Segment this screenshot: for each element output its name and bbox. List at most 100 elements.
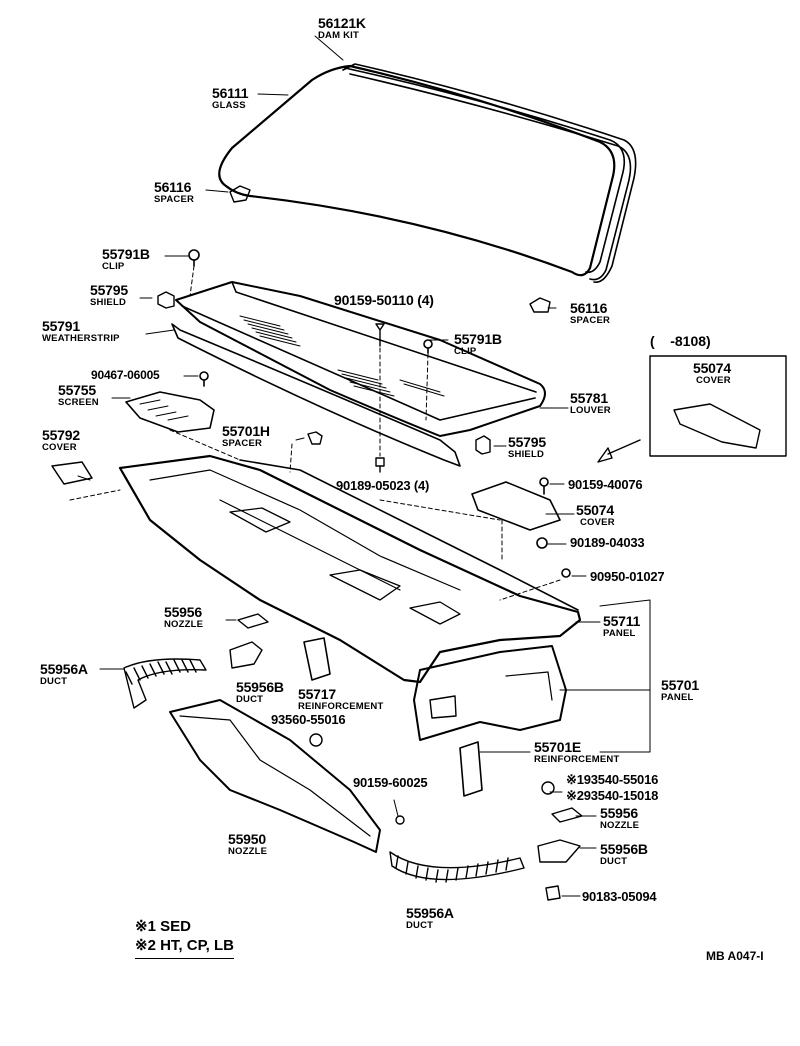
part-name: NOZZLE (164, 619, 204, 630)
part-number: ※193540-55016 (566, 772, 659, 787)
part-number: 55956B (600, 841, 648, 857)
louver (175, 281, 546, 437)
part-number: 93560-55016 (271, 712, 346, 727)
part-name: COVER (696, 375, 731, 386)
part-number: 55781 (570, 390, 608, 406)
part-number: 90189-05023 (4) (336, 478, 430, 493)
legend-item-2: ※2 HT, CP, LB (135, 937, 234, 959)
part-name: REINFORCEMENT (534, 754, 620, 765)
legend-item-1: ※1 SED (135, 918, 191, 935)
leader-lines (77, 35, 651, 897)
part-name: SPACER (222, 438, 263, 449)
label-55755: 55755 SCREEN (58, 383, 99, 408)
part-number: 55950 (228, 831, 266, 847)
label-55701H: 55701H SPACER (222, 424, 270, 449)
part-name: DUCT (236, 694, 264, 705)
label-55074: 55074 COVER (576, 503, 615, 528)
part-number: 55956A (406, 905, 454, 921)
part-number: 90159-50110 (4) (334, 292, 434, 308)
part-number: 55956B (236, 679, 284, 695)
label-56121K: 56121K DAM KIT (318, 16, 366, 41)
part-name: CLIP (102, 261, 125, 272)
part-name: SHIELD (508, 449, 545, 460)
label-55956B-lower: 55956B DUCT (600, 842, 648, 867)
part-number: 56121K (318, 15, 366, 31)
label-55711: 55711 PANEL (603, 614, 640, 639)
part-name: COVER (42, 442, 77, 453)
part-number: 55791B (102, 246, 150, 262)
part-name: SPACER (570, 315, 611, 326)
part-number: 55711 (603, 613, 641, 629)
label-90159-60025: 90159-60025 (353, 775, 428, 790)
part-name: DUCT (40, 676, 68, 687)
inset-date-range: ( -8108) (650, 333, 711, 349)
part-name: REINFORCEMENT (298, 701, 384, 712)
label-193540-55016: ※193540-55016 (566, 773, 658, 786)
reinforcement-55701E (459, 741, 483, 797)
label-90189-05023: 90189-05023 (4) (336, 479, 429, 492)
weatherstrip (171, 323, 461, 467)
label-90189-04033: 90189-04033 (570, 535, 645, 550)
label-93560-55016: 93560-55016 (271, 712, 346, 727)
part-number: 55074 (576, 502, 614, 518)
label-55701E: 55701E REINFORCEMENT (534, 740, 619, 765)
label-90467-06005: 90467-06005 (91, 369, 160, 381)
duct-55956B-upper (229, 641, 263, 669)
part-name: SHIELD (90, 297, 127, 308)
duct-lower (389, 851, 525, 883)
label-55792: 55792 COVER (42, 428, 80, 453)
label-55956B-upper: 55956B DUCT (236, 680, 284, 705)
part-number: 55792 (42, 427, 80, 443)
cowl-panel (118, 454, 582, 684)
part-number: 55791B (454, 331, 502, 347)
label-55717: 55717 REINFORCEMENT (298, 687, 383, 712)
part-name: GLASS (212, 100, 246, 111)
part-number: 90189-04033 (570, 535, 645, 550)
label-55956-upper: 55956 NOZZLE (164, 605, 203, 630)
part-number: 56116 (154, 179, 192, 195)
part-name: SPACER (154, 194, 195, 205)
part-number: 55956 (600, 805, 638, 821)
windshield-glass (218, 63, 637, 283)
label-55781: 55781 LOUVER (570, 391, 611, 416)
part-number: 90183-05094 (582, 889, 657, 904)
label-56116-right: 56116 SPACER (570, 301, 610, 326)
part-number: 90159-40076 (568, 477, 643, 492)
part-name: PANEL (661, 692, 694, 703)
label-90159-50110: 90159-50110 (4) (334, 293, 434, 307)
label-56116-left: 56116 SPACER (154, 180, 194, 205)
label-55795-right: 55795 SHIELD (508, 435, 546, 460)
part-name: LOUVER (570, 405, 611, 416)
part-name: CLIP (454, 346, 477, 357)
part-number: 55717 (298, 686, 336, 702)
part-number: 55791 (42, 318, 80, 334)
part-number: 90950-01027 (590, 569, 665, 584)
part-number: 90159-60025 (353, 775, 428, 790)
label-55956A-lower: 55956A DUCT (406, 906, 454, 931)
dashed-assembly-lines (69, 265, 561, 601)
clips-and-shields (157, 249, 571, 578)
part-number: 55701H (222, 423, 270, 439)
label-55074-inset: 55074 COVER (693, 361, 731, 386)
part-number: 55701E (534, 739, 582, 755)
label-55701: 55701 PANEL (661, 678, 699, 703)
legend: ※1 SED ※2 HT, CP, LB (135, 918, 234, 959)
part-number: 55795 (90, 282, 128, 298)
part-number: 56111 (212, 85, 249, 101)
spacer-blocks (229, 185, 551, 313)
defroster-nozzle (169, 699, 381, 853)
label-55956A-upper: 55956A DUCT (40, 662, 88, 687)
screen (125, 391, 215, 433)
cover-55074 (471, 481, 561, 531)
part-name: PANEL (603, 628, 636, 639)
cover-55792 (51, 461, 93, 485)
part-number: ※293540-15018 (566, 788, 659, 803)
part-name: SCREEN (58, 397, 99, 408)
label-90159-40076: 90159-40076 (568, 477, 643, 492)
lower-right-parts (309, 733, 583, 901)
diagram-code: MB A047-I (706, 949, 764, 963)
part-name: COVER (580, 517, 615, 528)
label-90950-01027: 90950-01027 (590, 569, 665, 584)
label-90183-05094: 90183-05094 (582, 889, 657, 904)
